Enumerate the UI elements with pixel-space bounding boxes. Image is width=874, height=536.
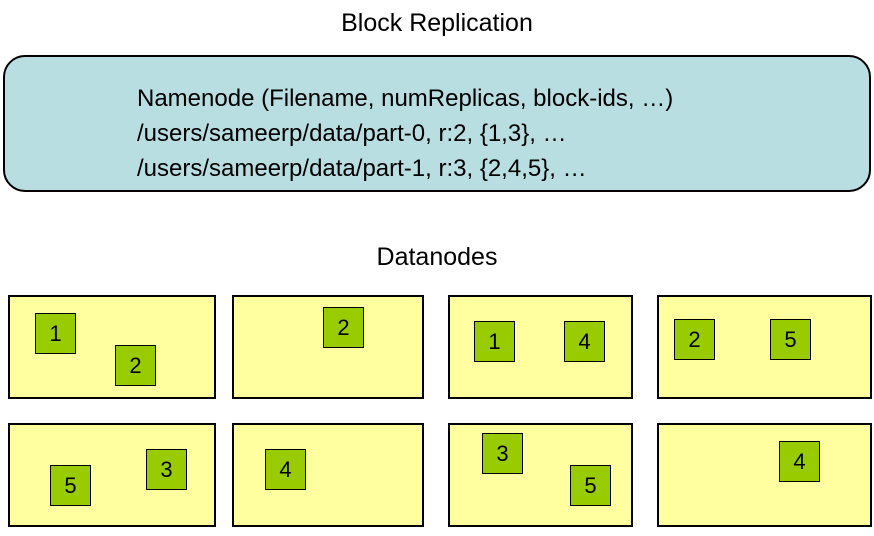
block-chip: 4 [779,441,820,482]
datanode-box-1: 1 2 [8,295,216,399]
namenode-file-entry-part1: /users/sameerp/data/part-1, r:3, {2,4,5}… [137,155,587,182]
block-chip: 1 [474,321,515,362]
block-chip: 4 [564,321,605,362]
datanode-box-4: 2 5 [657,295,872,399]
datanode-box-2: 2 [232,295,424,399]
block-chip: 5 [770,319,811,360]
block-chip: 1 [35,313,76,354]
datanode-box-5: 5 3 [8,423,216,527]
block-chip: 2 [323,307,364,348]
block-chip: 2 [674,319,715,360]
datanode-box-6: 4 [232,423,424,527]
block-chip: 5 [570,465,611,506]
block-chip: 5 [50,465,91,506]
block-chip: 3 [482,433,523,474]
datanode-box-8: 4 [657,423,872,527]
namenode-file-entry-part0: /users/sameerp/data/part-0, r:2, {1,3}, … [137,120,567,147]
diagram-title: Block Replication [341,9,533,37]
namenode-box: Namenode (Filename, numReplicas, block-i… [3,55,871,192]
block-chip: 4 [265,449,306,490]
block-chip: 2 [115,345,156,386]
datanodes-label: Datanodes [376,243,498,271]
namenode-header-line: Namenode (Filename, numReplicas, block-i… [137,85,674,112]
datanode-box-7: 3 5 [448,423,633,527]
datanode-box-3: 1 4 [448,295,633,399]
block-chip: 3 [146,449,187,490]
